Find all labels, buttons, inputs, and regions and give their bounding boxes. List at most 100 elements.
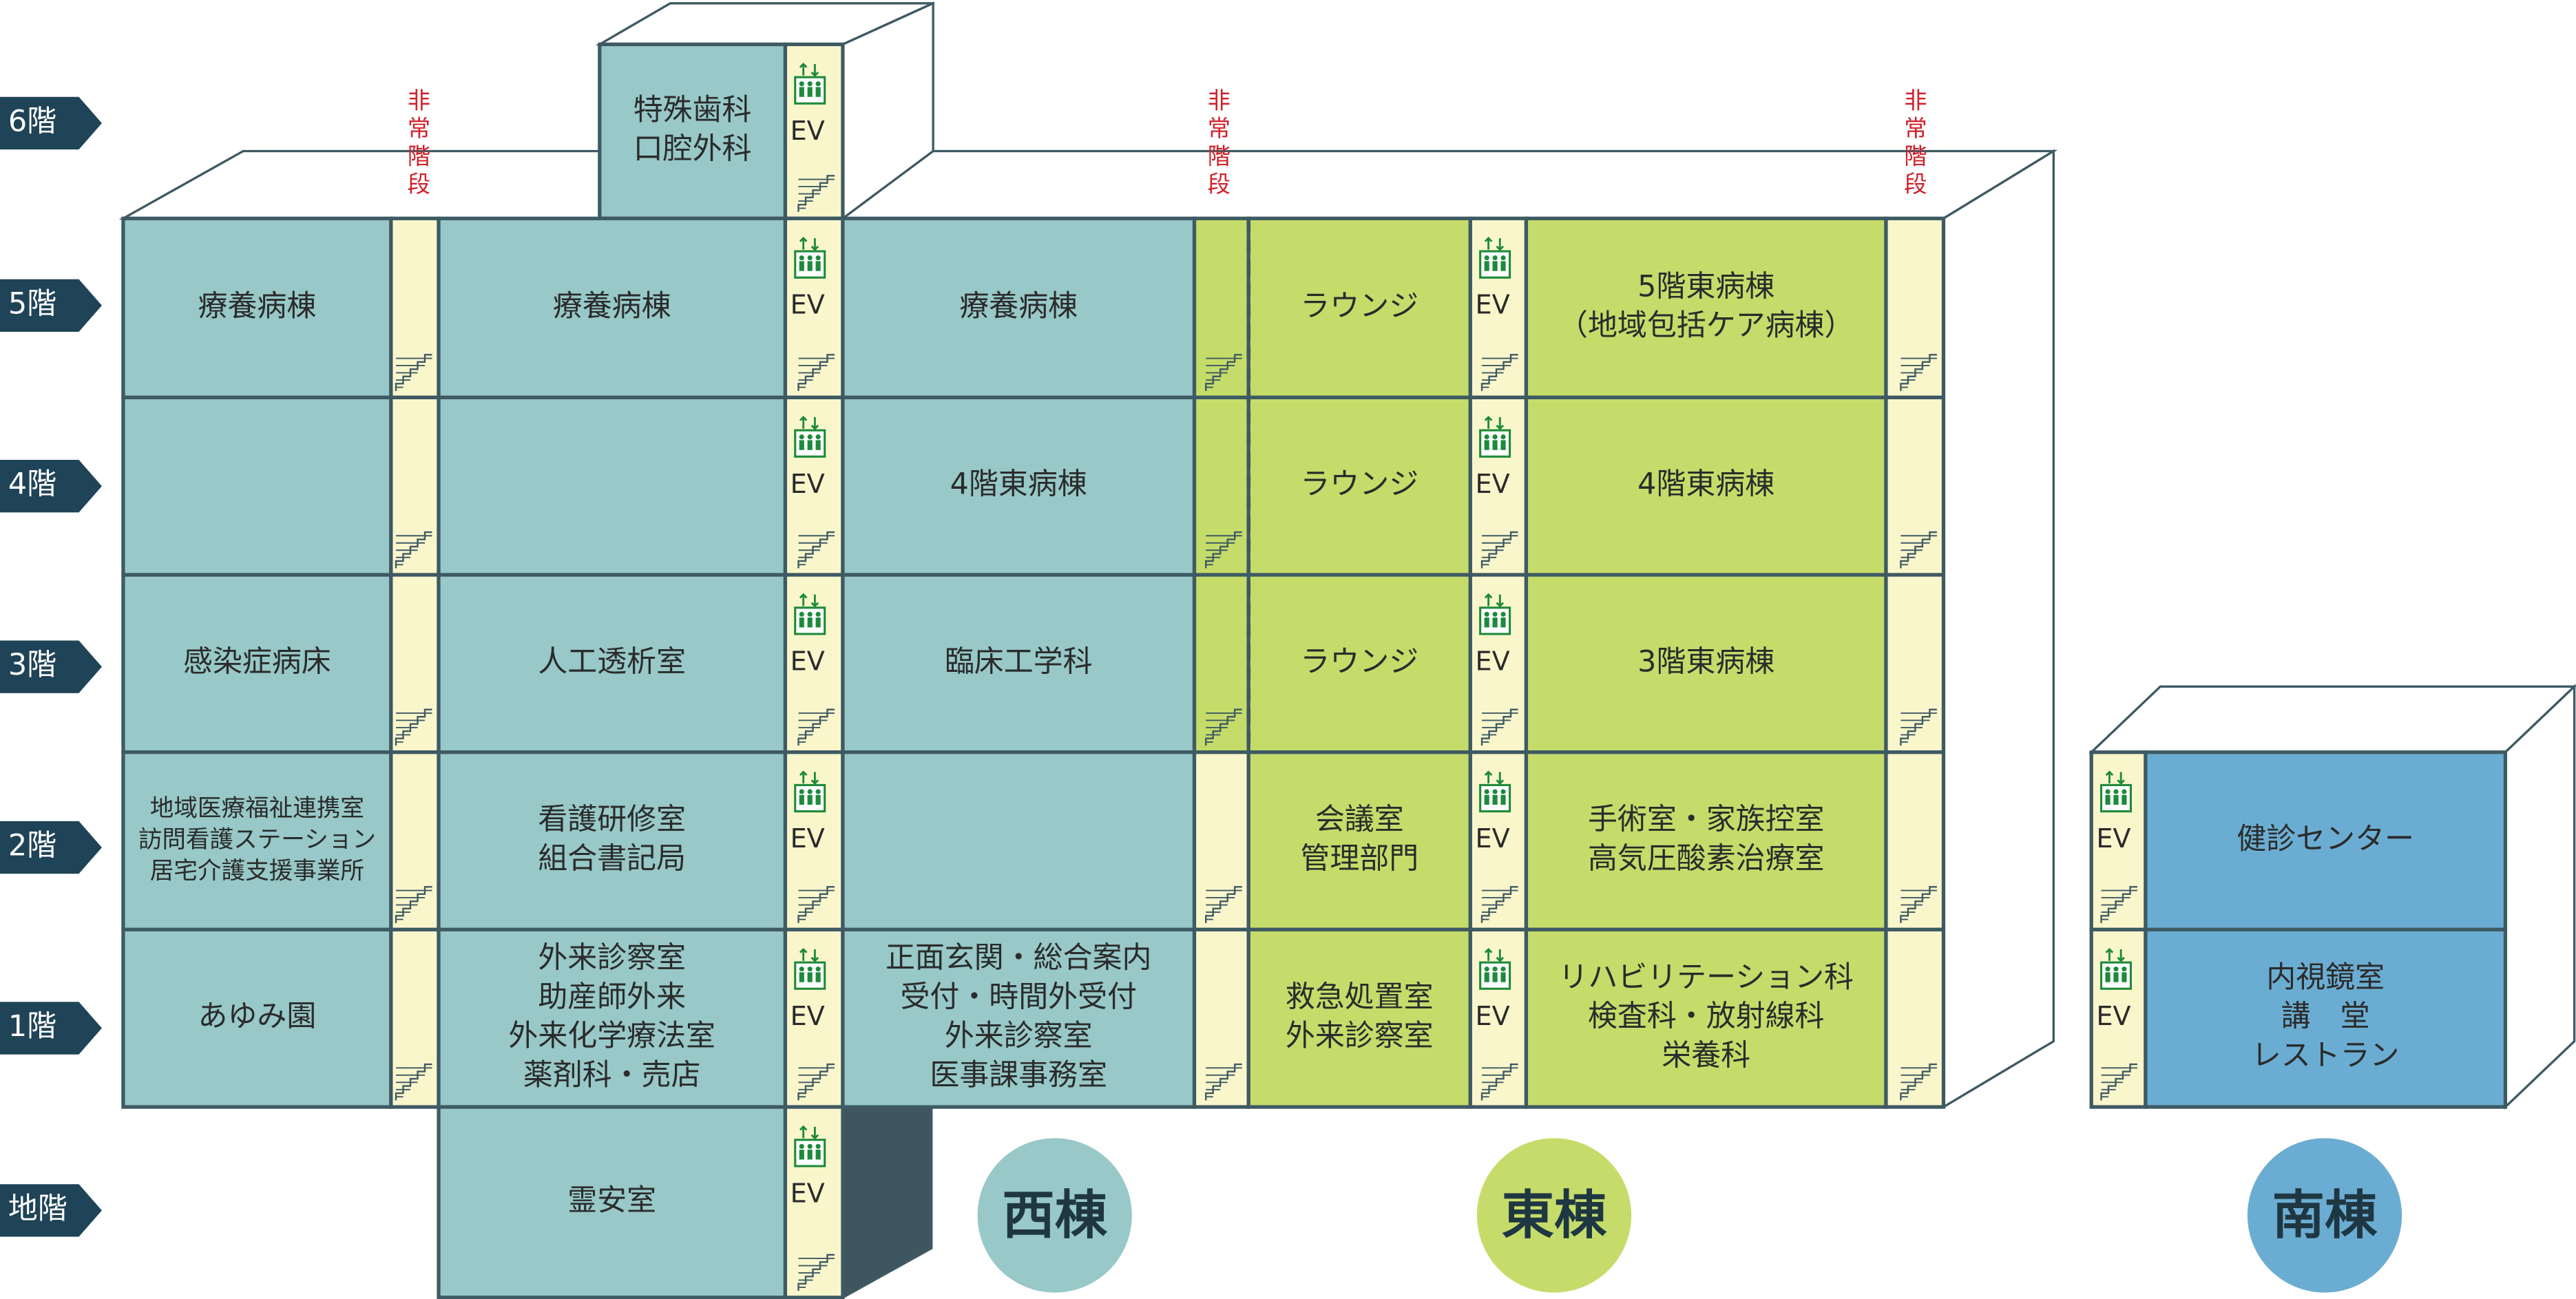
building-label-east: 東棟 [1476, 1138, 1632, 1293]
room-label: 正面玄関・総合案内受付・時間外受付外来診察室医事課事務室 [886, 941, 1151, 1092]
elevator-icon [2099, 947, 2132, 990]
floor-tag: 1階 [0, 1002, 102, 1055]
room-f3-wa: 感染症病床 [121, 573, 393, 754]
stair-cell [389, 395, 441, 577]
floor-tag: 4階 [0, 460, 102, 513]
room-label: 感染症病床 [183, 644, 331, 679]
room-label: 健診センター [2237, 822, 2414, 856]
room-label: ラウンジ [1300, 644, 1418, 679]
room-f6-tower: 特殊歯科口腔外科 [598, 42, 788, 220]
room-f2-wb: 看護研修室組合書記局 [437, 750, 788, 932]
stair-cell [389, 216, 441, 399]
elevator-icon [1479, 236, 1511, 279]
room-f4-east: 4階東病棟 [1524, 395, 1888, 577]
ev-label: EV [1475, 291, 1509, 321]
ev-label: EV [2096, 824, 2130, 854]
svg-text:段: 段 [408, 171, 430, 198]
svg-text:常: 常 [1904, 115, 1927, 142]
stairs-icon [1480, 708, 1518, 746]
room-f2-south: 健診センター [2144, 750, 2508, 932]
elevator-cell: EV [783, 216, 845, 399]
stair-cell [1192, 750, 1250, 932]
elevator-icon [1479, 770, 1511, 813]
svg-text:2階: 2階 [8, 829, 56, 863]
elevator-cell: EV [783, 42, 845, 220]
stairs-icon [1205, 886, 1242, 923]
room-label: 会議室管理部門 [1300, 803, 1418, 876]
room-label: 手術室・家族控室高気圧酸素治療室 [1588, 803, 1825, 876]
svg-text:非: 非 [1904, 87, 1927, 114]
svg-text:3階: 3階 [8, 648, 56, 682]
building-label-south: 南棟 [2247, 1138, 2402, 1293]
stairs-icon [395, 708, 432, 746]
room-f4-wa [121, 395, 393, 577]
stair-cell [1192, 573, 1250, 754]
ev-label: EV [2096, 1002, 2130, 1032]
elevator-cell: EV [783, 927, 845, 1109]
stair-cell [1884, 573, 1946, 754]
room-label: 内視鏡室講 堂レストラン [2252, 960, 2400, 1073]
svg-text:段: 段 [1904, 171, 1927, 198]
room-f2-wa: 地域医療福祉連携室訪問看護ステーション居宅介護支援事業所 [121, 750, 393, 932]
elevator-icon [1479, 947, 1511, 990]
floor-tag: 6階 [0, 96, 102, 150]
svg-text:階: 階 [1208, 143, 1231, 170]
room-label: 臨床工学科 [945, 644, 1093, 679]
room-label: 霊安室 [567, 1183, 656, 1218]
stairs-icon [1900, 1063, 1937, 1101]
svg-text:6階: 6階 [8, 104, 56, 138]
room-f3-wc: 臨床工学科 [841, 573, 1197, 754]
elevator-icon [1479, 415, 1511, 458]
stairs-icon [1205, 354, 1242, 391]
stairs-icon [1480, 531, 1518, 569]
room-label: 5階東病棟（地域包括ケア病棟） [1558, 270, 1854, 344]
ev-label: EV [1475, 646, 1509, 677]
stair-cell [1192, 216, 1250, 399]
room-label: 3階東病棟 [1637, 644, 1774, 679]
stairs-icon [797, 531, 835, 569]
elevator-cell: EV [783, 395, 845, 577]
elevator-icon [2099, 770, 2132, 813]
stair-cell [1192, 395, 1250, 577]
elevator-icon [1479, 593, 1511, 635]
stair-cell [1884, 395, 1946, 577]
stair-cell [1192, 927, 1250, 1109]
room-label: 4階東病棟 [1637, 467, 1774, 502]
room-f1-east: リハビリテーション科検査科・放射線科栄養科 [1524, 927, 1888, 1109]
room-label: 救急処置室外来診察室 [1286, 980, 1434, 1053]
svg-text:5階: 5階 [8, 286, 56, 321]
stairs-icon [797, 1254, 835, 1291]
room-label: あゆみ園 [198, 1000, 317, 1034]
room-label: ラウンジ [1300, 467, 1418, 502]
stairs-icon [797, 708, 835, 746]
room-f2-wc [841, 750, 1197, 932]
room-label: 療養病棟 [553, 289, 671, 324]
svg-text:常: 常 [1208, 115, 1231, 142]
room-b1-wb: 霊安室 [437, 1105, 788, 1299]
ev-label: EV [1475, 824, 1509, 854]
floor-tag: 2階 [0, 821, 102, 874]
ev-label: EV [790, 469, 825, 500]
svg-text:東棟: 東棟 [1502, 1185, 1607, 1246]
elevator-icon [794, 415, 826, 458]
stair-cell [389, 927, 441, 1109]
room-label: 外来診察室助産師外来外来化学療法室薬剤科・売店 [508, 941, 715, 1092]
room-f5-wa: 療養病棟 [121, 216, 393, 399]
svg-text:1階: 1階 [8, 1009, 56, 1044]
room-f1-wc: 正面玄関・総合案内受付・時間外受付外来診察室医事課事務室 [841, 927, 1197, 1109]
stairs-icon [1205, 531, 1242, 569]
stair-cell [1884, 216, 1946, 399]
stairs-icon [1900, 354, 1937, 391]
svg-text:常: 常 [408, 115, 430, 142]
room-label: 人工透析室 [538, 644, 686, 679]
stairs-icon [797, 354, 835, 391]
stairs-icon [2100, 886, 2137, 923]
svg-text:南棟: 南棟 [2272, 1185, 2378, 1246]
room-f4-wb [437, 395, 788, 577]
room-f1-wb: 外来診察室助産師外来外来化学療法室薬剤科・売店 [437, 927, 788, 1109]
ev-label: EV [790, 1179, 825, 1209]
room-f1-lounge: 救急処置室外来診察室 [1246, 927, 1472, 1109]
